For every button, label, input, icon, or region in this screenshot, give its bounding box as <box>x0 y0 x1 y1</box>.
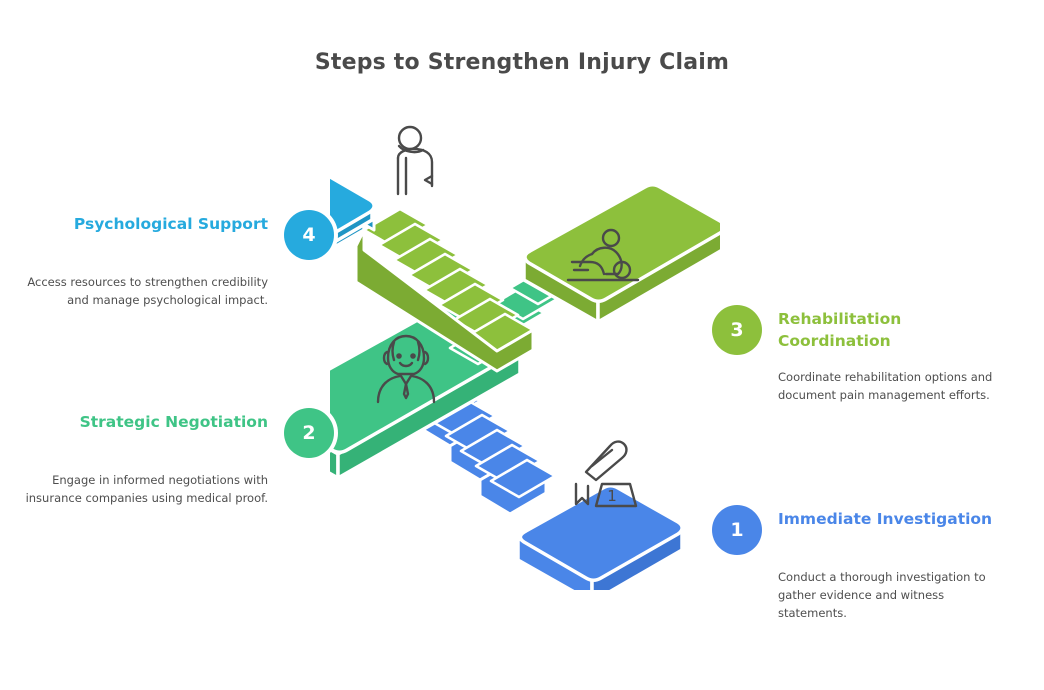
negotiator-person-icon <box>376 334 436 404</box>
step-3-title: Rehabilitation Coordination <box>778 310 902 351</box>
step-2-title: Strategic Negotiation <box>79 413 268 431</box>
step-3-number-badge[interactable]: 3 <box>712 305 762 355</box>
step-1-number-badge[interactable]: 1 <box>712 505 762 555</box>
step-4-description: Access resources to strengthen credibili… <box>27 275 268 307</box>
step-2-number-badge[interactable]: 2 <box>284 408 334 458</box>
step-1-header: 1 Immediate Investigation <box>712 505 1012 555</box>
step-block-3: 3 Rehabilitation Coordination Coordinate… <box>712 305 1012 405</box>
step-block-2: 2 Strategic Negotiation Engage in inform… <box>18 408 334 508</box>
physical-therapy-icon <box>566 228 640 282</box>
step-2-description: Engage in informed negotiations with ins… <box>25 473 268 505</box>
step-3-header: 3 Rehabilitation Coordination <box>712 305 1012 355</box>
step-block-1: 1 Immediate Investigation Conduct a thor… <box>712 505 1012 622</box>
person-head-icon <box>396 125 434 196</box>
step-1-title: Immediate Investigation <box>778 510 993 528</box>
step-4-header: 4 Psychological Support <box>18 210 334 260</box>
step-block-4: 4 Psychological Support Access resources… <box>18 210 334 310</box>
platform-step-1 <box>516 484 684 604</box>
stairs-green <box>354 207 535 373</box>
step-4-number-badge[interactable]: 4 <box>284 210 334 260</box>
step-4-title: Psychological Support <box>73 215 268 233</box>
staircase-illustration: 1 <box>38 110 726 604</box>
step-2-header: 2 Strategic Negotiation <box>18 408 334 458</box>
step-1-description: Conduct a thorough investigation to gath… <box>778 570 986 620</box>
svg-text:1: 1 <box>607 487 617 505</box>
page-title: Steps to Strengthen Injury Claim <box>314 50 730 75</box>
step-3-description: Coordinate rehabilitation options and do… <box>778 370 993 402</box>
evidence-marker-icon: 1 <box>574 440 638 508</box>
